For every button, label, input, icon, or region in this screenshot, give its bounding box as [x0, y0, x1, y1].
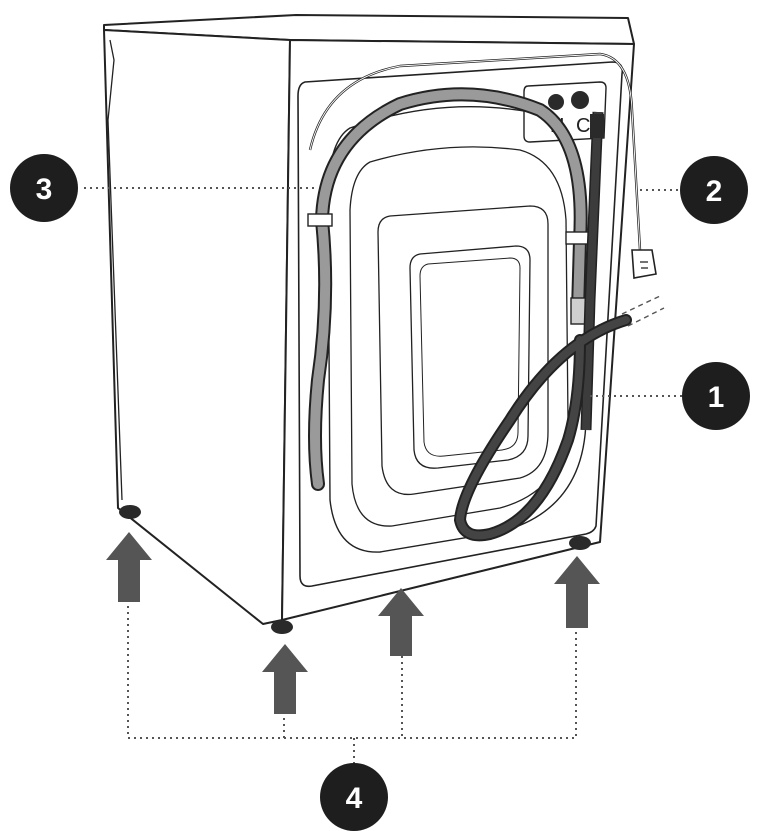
cabinet-side-panel [103, 29, 291, 625]
hot-valve-connector [548, 94, 564, 110]
power-cord-inner [309, 53, 641, 251]
arrow-up-rear-left [378, 588, 424, 656]
callout-badge-3 [10, 154, 78, 222]
foot-front-right [271, 620, 293, 634]
cold-valve-connector [571, 91, 589, 109]
callout-2: 2 [680, 156, 748, 224]
callout-badge-4 [320, 763, 388, 831]
drain-hose-gray-fill [310, 89, 586, 489]
leader-line-4 [127, 606, 577, 765]
foot-front-left [119, 505, 141, 519]
side-panel-seam [107, 39, 123, 501]
leveling-arrows [106, 532, 600, 714]
drum-cover-outer [327, 105, 587, 553]
drain-hose-dashed-extension [621, 295, 665, 327]
inlet-hose-vertical-fill [582, 111, 602, 431]
callout-4: 4 [320, 763, 388, 831]
callout-number-2: 2 [706, 175, 723, 208]
power-plug [631, 249, 657, 279]
arrow-up-front-left [106, 532, 152, 602]
plug-prongs [640, 261, 648, 269]
drum-cover-inner [377, 205, 549, 496]
cold-valve-label: C [576, 115, 590, 137]
drum-window [409, 245, 531, 469]
leader-lines [84, 187, 682, 765]
inlet-hose-coupling [590, 114, 604, 138]
hose-clip-left [307, 213, 333, 227]
callout-badge-2 [680, 156, 748, 224]
hose-clip-right [565, 231, 591, 245]
arrow-up-front-right [262, 644, 308, 714]
callout-3: 3 [10, 154, 78, 222]
callout-number-3: 3 [36, 173, 53, 206]
callout-1: 1 [682, 362, 750, 430]
arrow-up-rear-right [554, 556, 600, 628]
callout-badge-1 [682, 362, 750, 430]
foot-rear-right [569, 536, 591, 550]
callout-number-1: 1 [708, 381, 725, 414]
drum-window-inner [419, 257, 521, 457]
callout-number-4: 4 [346, 782, 363, 815]
drain-hose-loop-fill [455, 316, 630, 540]
